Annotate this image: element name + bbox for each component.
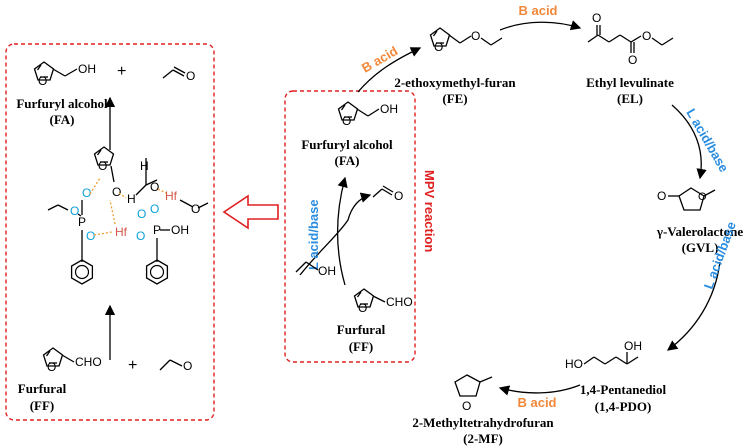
svg-text:H: H <box>127 192 136 206</box>
svg-text:OH: OH <box>380 102 398 116</box>
fa-abbr-left: (FA) <box>49 112 74 127</box>
l-acid-base-label-1: L acid/base <box>683 106 731 175</box>
svg-text:O: O <box>38 74 47 88</box>
gvl-abbr: (GVL) <box>682 240 719 255</box>
svg-text:O: O <box>47 360 56 374</box>
middle-box <box>284 90 416 363</box>
l-acid-base-middle: L acid/base <box>306 199 321 270</box>
big-red-arrow <box>222 194 279 230</box>
gvl-label: γ-Valerolactone <box>656 224 743 239</box>
transition-state-complex: O O H H O Hf O O O P O Hf O O O P OH <box>47 146 209 285</box>
svg-text:O: O <box>358 301 367 315</box>
svg-text:CHO: CHO <box>386 295 413 309</box>
b-acid-label-2: B acid <box>518 3 557 18</box>
fa-abbr-middle: (FA) <box>334 153 359 168</box>
svg-text:O: O <box>98 159 107 173</box>
fa-label-left: Furfuryl alcohol <box>16 96 108 111</box>
svg-text:OH: OH <box>78 62 96 76</box>
fa-structure-top: O OH <box>33 61 96 88</box>
pdo-label: 1,4-Pentanediol <box>580 382 667 397</box>
svg-text:O: O <box>112 185 121 199</box>
fa-label-middle: Furfuryl alcohol <box>301 137 393 152</box>
mf-structure: O <box>454 374 493 413</box>
fe-structure: O O <box>429 27 503 54</box>
svg-text:P: P <box>78 215 86 229</box>
acetaldehyde-top: O <box>162 66 195 83</box>
pdo-structure: HO OH <box>565 339 642 371</box>
arrow-fe-to-el <box>499 20 582 31</box>
svg-text:O: O <box>657 189 666 203</box>
svg-text:H: H <box>140 159 149 173</box>
svg-text:Hf: Hf <box>115 225 128 239</box>
b-acid-label-1: B acid <box>359 43 400 76</box>
mpv-reaction-label: MPV reaction <box>422 170 437 252</box>
el-abbr: (EL) <box>617 91 643 106</box>
arrow-gvl-to-pdo <box>666 261 721 351</box>
mf-abbr: (2-MF) <box>463 431 503 446</box>
svg-text:O: O <box>183 359 192 373</box>
svg-text:OH: OH <box>171 223 189 237</box>
svg-text:O: O <box>462 399 471 413</box>
ff-label-middle: Furfural <box>337 322 386 337</box>
aldehyde-middle: O <box>372 185 403 203</box>
plus-top: + <box>117 63 126 80</box>
b-acid-label-3: B acid <box>517 395 556 410</box>
svg-text:O: O <box>394 189 403 203</box>
el-structure: O O O <box>587 11 674 67</box>
svg-text:O: O <box>86 229 95 243</box>
svg-text:OH: OH <box>318 264 336 278</box>
svg-text:O: O <box>150 180 159 194</box>
arrow-fa-to-fe <box>357 47 422 93</box>
svg-text:CHO: CHO <box>75 355 102 369</box>
svg-text:O: O <box>82 186 91 200</box>
ff-structure-left: O CHO <box>42 347 102 374</box>
arrow-pdo-to-mf <box>498 384 581 396</box>
svg-text:HO: HO <box>565 357 583 371</box>
ff-structure-middle: O CHO <box>353 288 413 315</box>
mpv-curve-side <box>299 192 372 276</box>
fe-abbr: (FE) <box>442 91 467 106</box>
fa-structure-middle: O OH <box>337 101 398 128</box>
svg-text:O: O <box>342 114 351 128</box>
svg-text:O: O <box>70 204 79 218</box>
gvl-structure: O O <box>657 187 716 211</box>
ethanol-middle: OH <box>295 261 336 278</box>
svg-text:O: O <box>136 229 145 243</box>
left-box <box>5 43 215 421</box>
svg-text:O: O <box>471 29 480 43</box>
arrow-el-to-gvl <box>671 104 707 180</box>
ff-abbr-middle: (FF) <box>349 339 374 354</box>
svg-text:O: O <box>150 202 159 216</box>
mf-label: 2-Methyltetrahydrofuran <box>412 415 554 430</box>
svg-text:O: O <box>191 202 200 216</box>
svg-text:O: O <box>628 53 637 67</box>
svg-text:O: O <box>186 69 195 83</box>
plus-bottom: + <box>128 357 137 374</box>
pdo-abbr: (1,4-PDO) <box>595 399 652 414</box>
el-label: Ethyl levulinate <box>586 75 674 90</box>
svg-text:O: O <box>592 11 601 25</box>
ethoxy-bottom: O <box>159 359 192 373</box>
svg-text:OH: OH <box>624 339 642 353</box>
svg-text:O: O <box>642 29 651 43</box>
ff-abbr-left: (FF) <box>30 398 55 413</box>
svg-text:O: O <box>137 207 146 221</box>
svg-text:Hf: Hf <box>165 189 178 203</box>
fe-label: 2-ethoxymethyl-furan <box>394 75 516 90</box>
svg-text:O: O <box>434 40 443 54</box>
ff-label-left: Furfural <box>18 381 67 396</box>
svg-text:O: O <box>698 191 707 203</box>
svg-text:P: P <box>153 223 161 237</box>
